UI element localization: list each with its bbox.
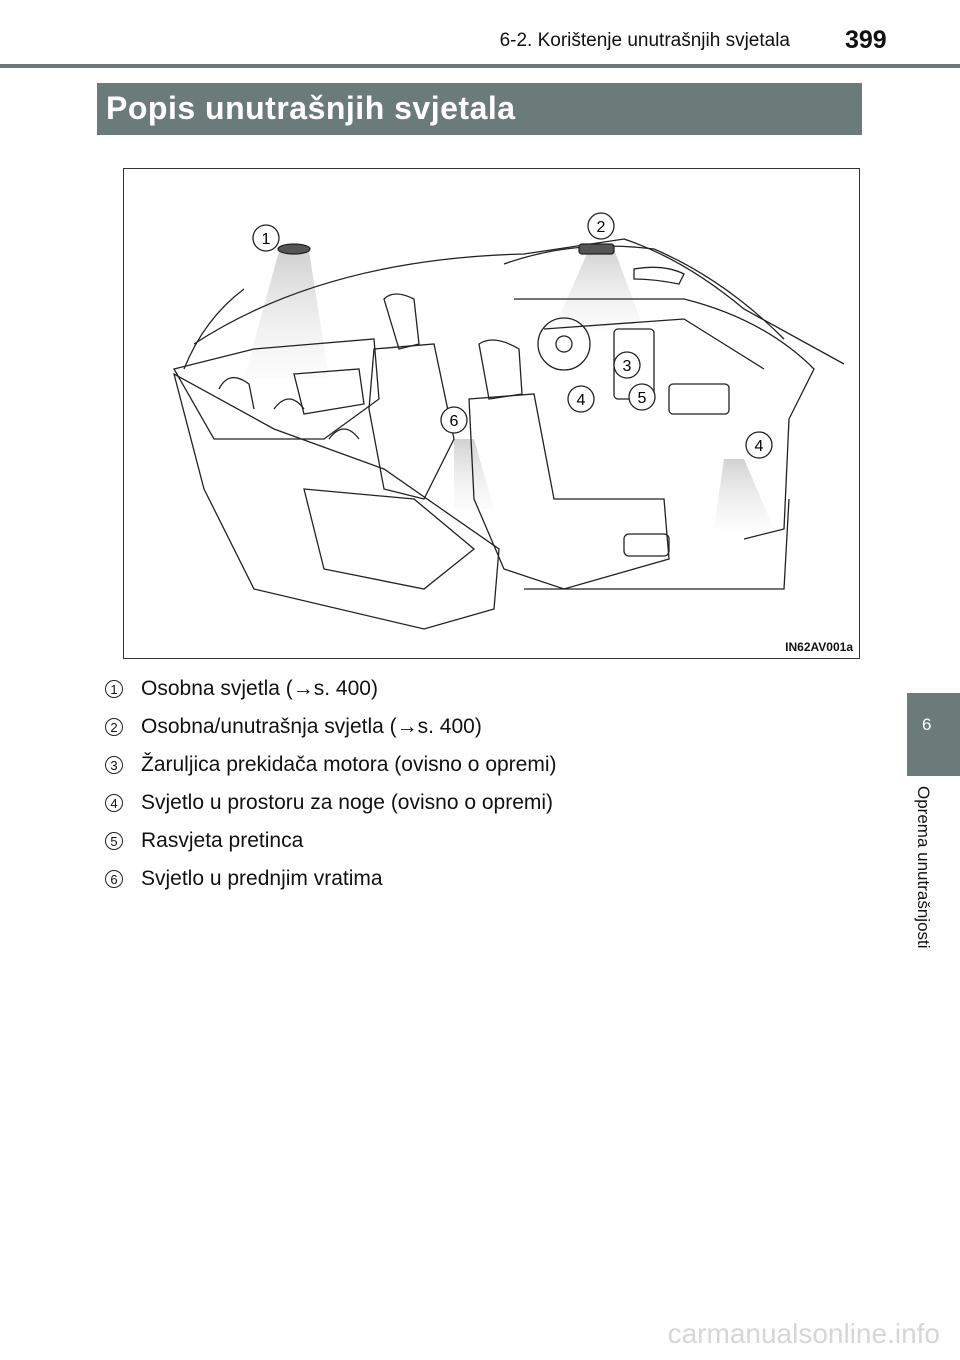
- chapter-label: Oprema unutrašnjosti: [914, 786, 933, 949]
- item-text: Žaruljica prekidača motora (ovisno o opr…: [141, 753, 557, 776]
- callout-2: 2: [587, 212, 615, 240]
- item-text: Osobna svjetla (→s. 400): [141, 677, 378, 700]
- chapter-tab[interactable]: 6: [907, 693, 960, 776]
- svg-text:6: 6: [450, 413, 459, 430]
- list-item: 1 Osobna svjetla (→s. 400): [105, 670, 557, 708]
- section-header: 6-2. Korištenje unutrašnjih svjetala: [499, 30, 790, 51]
- svg-text:2: 2: [597, 219, 606, 236]
- svg-text:5: 5: [638, 390, 647, 407]
- car-interior-illustration: 1 2 3 4 5 6 4 IN62AV001a: [123, 168, 860, 659]
- chapter-number: 6: [922, 715, 932, 734]
- svg-text:1: 1: [262, 231, 271, 248]
- callouts: 1 2 3 4 5 6 4: [252, 212, 773, 459]
- page-number: 399: [845, 26, 887, 54]
- item-number: 3: [105, 756, 123, 774]
- title-bar: Popis unutrašnjih svjetala: [97, 83, 862, 135]
- callout-3: 3: [613, 351, 641, 379]
- figure-code: IN62AV001a: [785, 640, 853, 654]
- watermark: carmanualsonline.info: [667, 1318, 940, 1349]
- list-item: 5 Rasvjeta pretinca: [105, 822, 557, 860]
- item-number: 5: [105, 832, 123, 850]
- svg-text:4: 4: [755, 438, 764, 455]
- item-number: 4: [105, 794, 123, 812]
- item-text: Osobna/unutrašnja svjetla (→s. 400): [141, 715, 482, 738]
- callout-1: 1: [252, 224, 280, 252]
- list-item: 2 Osobna/unutrašnja svjetla (→s. 400): [105, 708, 557, 746]
- car-interior-drawing: 1 2 3 4 5 6 4: [172, 212, 845, 630]
- callout-4b: 4: [745, 431, 773, 459]
- callout-6: 6: [440, 406, 468, 434]
- item-text: Rasvjeta pretinca: [141, 829, 304, 852]
- item-text: Svjetlo u prednjim vratima: [141, 867, 383, 890]
- light-list: 1 Osobna svjetla (→s. 400) 2 Osobna/unutra…: [105, 670, 557, 898]
- item-number: 6: [105, 870, 123, 888]
- list-item: 3 Žaruljica prekidača motora (ovisno o op…: [105, 746, 557, 784]
- svg-text:4: 4: [577, 392, 586, 409]
- callout-5: 5: [628, 383, 656, 411]
- list-item: 4 Svjetlo u prostoru za noge (ovisno o op…: [105, 784, 557, 822]
- page-title: Popis unutrašnjih svjetala: [106, 90, 516, 126]
- item-text: Svjetlo u prostoru za noge (ovisno o opr…: [141, 791, 554, 814]
- svg-text:3: 3: [623, 358, 632, 375]
- list-item: 6 Svjetlo u prednjim vratima: [105, 860, 557, 898]
- callout-4a: 4: [567, 385, 595, 413]
- header-rule: [0, 64, 960, 68]
- item-number: 1: [105, 680, 123, 698]
- item-number: 2: [105, 718, 123, 736]
